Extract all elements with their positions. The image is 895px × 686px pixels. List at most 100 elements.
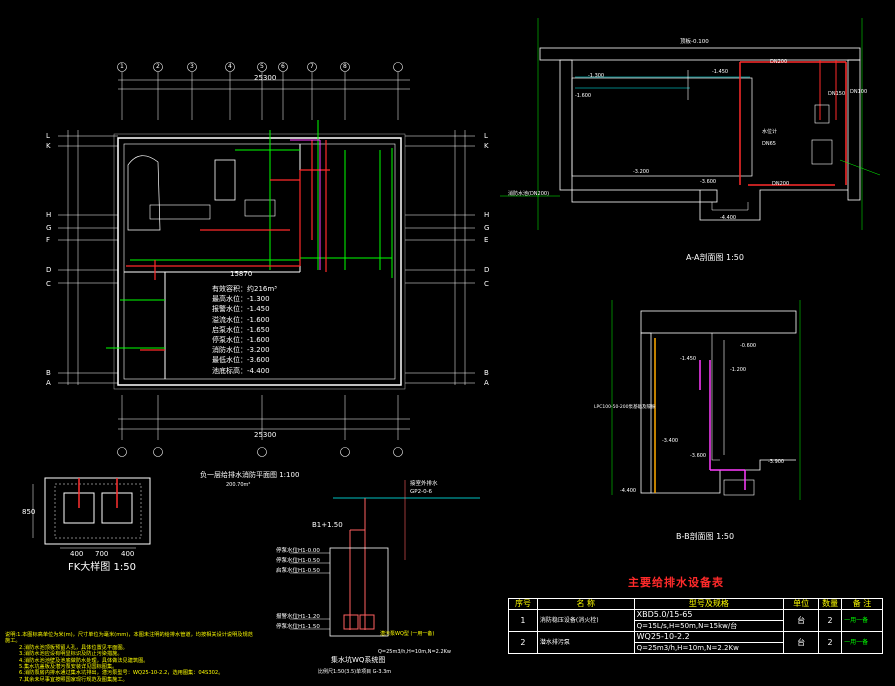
aa-label: -3.600: [700, 179, 717, 185]
table-row: Q=25m3/h,H=10m,N=2.2Kw: [509, 642, 883, 654]
grid-top-7: 7: [310, 63, 314, 70]
grid-left-F: F: [46, 236, 51, 244]
grid-top-8: 8: [343, 63, 347, 70]
sump-level: 停泵水位H1-1.50: [276, 624, 320, 630]
level-line: 最低水位：-3.600: [212, 356, 270, 365]
grid-left-C: C: [46, 280, 51, 288]
row-name: 消防稳压设备(消火栓): [536, 609, 635, 632]
section-a-a: [500, 18, 881, 230]
grid-left-K: K: [46, 142, 51, 150]
dim-mid: 15870: [230, 270, 253, 278]
floor-plan: [32, 72, 475, 549]
fk-detail-title: FK大样图 1:50: [68, 562, 136, 573]
grid-left-A: A: [46, 379, 51, 387]
level-line: 最高水位：-1.300: [212, 295, 270, 304]
sump-top-label: 接室外排水: [410, 481, 438, 487]
col-header: 备 注: [841, 598, 883, 610]
aa-top-level: 顶板-0.100: [680, 39, 709, 45]
sump-level: 停泵水位H1-0.50: [276, 558, 320, 564]
design-notes: 说明:1.本图标高单位为米(m)，尺寸单位为毫米(mm)，本图未注明的给排水管道…: [5, 632, 255, 683]
note-line: 6.消防泵房内排水通过集水坑排出，潜污泵型号：WQ25-10-2.2，选用图集：…: [19, 670, 224, 677]
bb-label: -3.400: [662, 438, 679, 444]
aa-left-label: 消防水池(DN200): [508, 191, 550, 197]
fk-dim-3: 400: [121, 550, 135, 558]
level-line: 停泵水位：-1.600: [212, 336, 270, 345]
grid-right-K: K: [484, 142, 489, 150]
grid-bubbles: [117, 62, 403, 457]
aa-label: DN100: [850, 89, 868, 95]
table-header-row: 序号 名 称 型号及规格 单位 数量 备 注: [508, 598, 883, 610]
grid-left-D: D: [46, 266, 52, 274]
row-unit: 台: [783, 631, 820, 654]
grid-left-H: H: [46, 211, 52, 219]
row-spec: Q=15L/s,H=50m,N=15kw/台: [633, 620, 785, 632]
grid-top-2: 2: [156, 63, 160, 70]
equipment-table-title: 主要给排水设备表: [628, 576, 724, 589]
grid-right-A: A: [484, 379, 489, 387]
col-header: 名 称: [536, 598, 635, 610]
bb-label: -1.450: [680, 356, 697, 362]
row-qty: 2: [818, 609, 843, 632]
aa-label: DN150: [828, 91, 846, 97]
level-line: 池底标高：-4.400: [212, 366, 270, 375]
grid-right-E: E: [484, 236, 489, 244]
col-header: 单位: [783, 598, 820, 610]
bb-label: -3.900: [768, 459, 785, 465]
table-row: 2 潜水排污泵 WQ25-10-2.2 台 2 一用一备: [508, 631, 883, 654]
col-header: 数量: [818, 598, 843, 610]
aa-label: -1.600: [575, 93, 592, 99]
grid-left-G: G: [46, 224, 52, 232]
note-line: 说明:1.本图标高单位为米(m)，尺寸单位为毫米(mm)，本图未注明的给排水管道…: [5, 632, 253, 645]
fk-dim-1: 400: [70, 550, 84, 558]
row-unit: 台: [783, 609, 820, 632]
floor-plan-title: 负一层给排水消防平面图 1:100: [200, 471, 300, 479]
note-line: 5.集水坑盖板及潜污泵安装详见国标图集。: [19, 664, 118, 671]
level-line: 报警水位：-1.450: [212, 305, 270, 314]
note-line: 4.消防水池池壁及池底做防水处理，具体做法见建筑图。: [19, 657, 149, 664]
sump-system-detail: [290, 480, 480, 637]
dim-bottom-total: 25300: [254, 431, 277, 439]
grid-right-D: D: [484, 266, 490, 274]
sump-top-code: GP2-0-6: [410, 489, 433, 495]
bb-label: -4.400: [620, 488, 637, 494]
grid-left-B: B: [46, 369, 51, 377]
sump-pump-note: 潜污泵WQ型 (一用一备): [380, 631, 435, 637]
row-name: 潜水排污泵: [536, 631, 635, 654]
note-line: 7.其余未尽事宜按照国家现行规范及图集施工。: [19, 676, 128, 683]
level-line: 消防水位：-3.200: [212, 346, 270, 355]
note-line: 3.消防水池应设有明显标识及防止污染措施。: [19, 651, 123, 658]
level-line: 溢流水位：-1.600: [212, 315, 270, 324]
bb-label: -1.200: [730, 367, 747, 373]
bb-title: B-B剖面图 1:50: [676, 532, 735, 541]
sump-pump-spec: Q=25m3/h,H=10m,N=2.2Kw: [378, 649, 452, 655]
sump-level: 停泵水位H1-0.00: [276, 548, 320, 554]
table-row: 1 消防稳压设备(消火栓) XBD5.0/15-65 台 2 一用一备: [508, 609, 883, 632]
area-label: 200.70m²: [226, 482, 251, 488]
row-remark: 一用一备: [841, 609, 883, 632]
row-spec: Q=25m3/h,H=10m,N=2.2Kw: [633, 642, 785, 654]
col-header: 型号及规格: [633, 598, 785, 610]
aa-label: -1.300: [588, 73, 605, 79]
sump-title: 集水坑WQ系统图: [331, 656, 386, 664]
sump-level: 启泵水位H1-0.50: [276, 568, 320, 574]
fk-side-dim: 850: [22, 508, 36, 516]
row-no: 1: [508, 609, 538, 632]
note-line: 2.消防水池顶板预留人孔，具体位置见平面图。: [19, 644, 128, 651]
aa-label: DN65: [762, 141, 776, 147]
level-line: 启泵水位：-1.650: [212, 325, 270, 334]
aa-label: DN200: [770, 59, 788, 65]
grid-top-4: 4: [228, 63, 232, 70]
dim-top-total: 25300: [254, 74, 277, 82]
row-spec: XBD5.0/15-65: [633, 609, 785, 621]
level-line: 有效容积：约216m³: [212, 285, 277, 293]
grid-top-3: 3: [190, 63, 194, 70]
grid-right-H: H: [484, 211, 490, 219]
sump-subtitle: 比例尺1:50(3.5)单项目 G-3.3m: [318, 669, 392, 675]
bb-label: -3.600: [690, 453, 707, 459]
fk-dim-2: 700: [95, 550, 109, 558]
grid-top-1: 1: [120, 63, 124, 70]
bb-label: -0.600: [740, 343, 757, 349]
grid-left-L: L: [46, 132, 50, 140]
grid-right-B: B: [484, 369, 489, 377]
